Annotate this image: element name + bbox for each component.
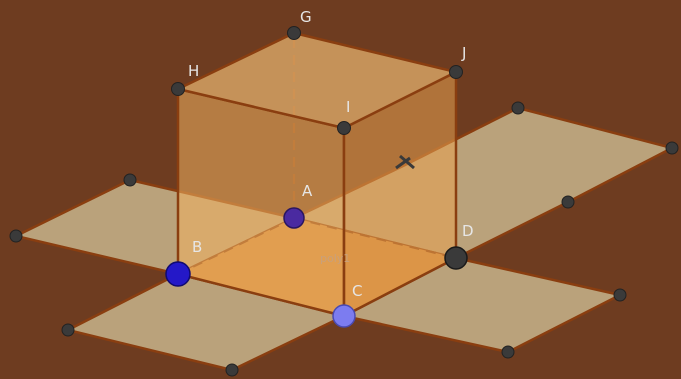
label-b: B [192, 238, 202, 256]
vertex-net-2 [123, 173, 137, 187]
vertex-net-9 [561, 195, 575, 209]
vertex-net-7 [511, 101, 525, 115]
label-d: D [462, 222, 474, 240]
vertex-d[interactable] [444, 246, 468, 270]
label-h: H [188, 62, 199, 80]
scribble-mark [395, 154, 415, 170]
vertex-net-5 [501, 345, 515, 359]
vertex-c[interactable] [332, 304, 356, 328]
vertex-b[interactable] [165, 261, 191, 287]
label-g: G [300, 8, 312, 26]
vertex-h [171, 82, 185, 96]
label-j: J [461, 44, 466, 62]
vertex-j [449, 65, 463, 79]
net-vertices [9, 101, 679, 377]
vertex-g [287, 26, 301, 40]
label-poly: poly1 [320, 252, 350, 265]
vertex-net-6 [613, 288, 627, 302]
label-a: A [302, 182, 313, 200]
vertex-net-8 [665, 141, 679, 155]
vertex-net-3 [61, 323, 75, 337]
vertex-net-1 [9, 229, 23, 243]
vertex-a[interactable] [283, 207, 305, 229]
label-c: C [352, 282, 362, 300]
label-i: I [346, 98, 350, 116]
vertex-net-4 [225, 363, 239, 377]
vertex-i [337, 121, 351, 135]
cube-top-vertices [171, 26, 463, 135]
